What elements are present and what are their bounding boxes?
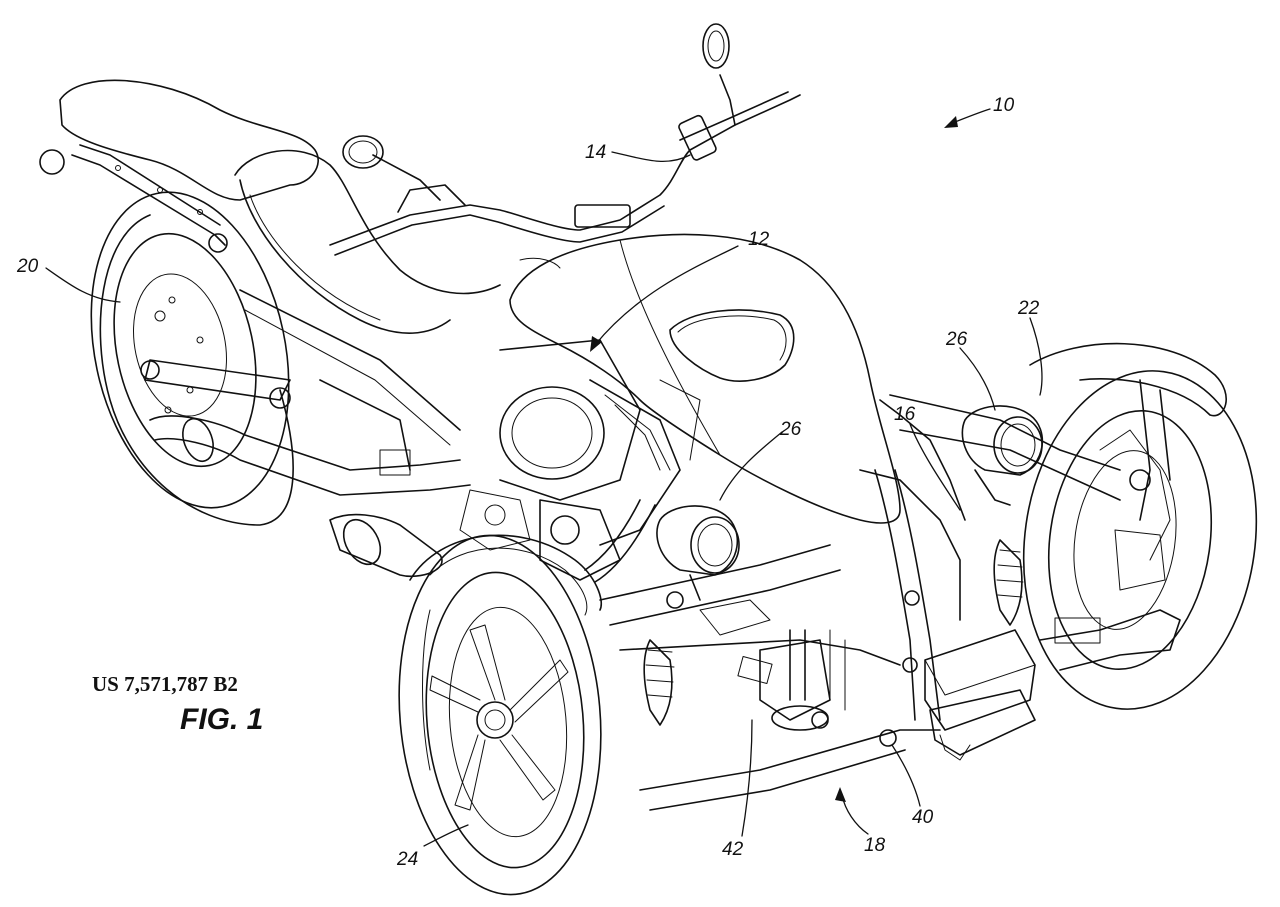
arrowhead-18 [835,787,846,802]
patent-number: US 7,571,787 B2 [92,672,238,696]
leader-22 [1029,317,1043,396]
arrowhead-10 [944,116,958,128]
rear-wheel [90,191,294,526]
ref-numeral-10: 10 [993,95,1015,116]
frame-and-exhaust [144,289,471,578]
leader-26a [959,347,996,411]
leader-12 [594,245,739,346]
arrowhead-12 [590,336,602,352]
handlebars [329,23,801,269]
ref-numeral-42: 42 [722,839,744,860]
electrics-box [924,629,1036,761]
fuel-tank [509,233,901,524]
left-front-wheel [398,534,602,896]
reference-leader-lines [45,108,1043,847]
ref-numeral-26-right-headlight: 26 [946,329,968,350]
engine [459,339,701,583]
ref-numeral-26-left-headlight: 26 [780,419,802,440]
right-front-wheel [1022,342,1258,710]
leader-40 [891,744,921,807]
leader-24 [423,824,469,847]
ref-numeral-16: 16 [894,404,916,425]
leader-26b [719,431,783,501]
leader-42 [741,719,753,837]
ref-numeral-40: 40 [912,807,934,828]
figure-label: FIG. 1 [180,703,264,736]
leader-16 [909,423,961,511]
headlights [656,405,1044,601]
ref-numeral-18: 18 [864,835,886,856]
ref-numeral-22: 22 [1018,298,1040,319]
ref-numeral-14: 14 [585,142,607,163]
ref-numeral-20: 20 [17,256,39,277]
ref-numeral-24: 24 [397,849,419,870]
front-suspension [599,394,1181,811]
ref-numeral-12: 12 [748,229,770,250]
leader-14 [611,151,691,162]
seat-and-rear-fender [39,79,501,334]
leader-18 [841,794,869,835]
leader-20 [45,267,121,303]
